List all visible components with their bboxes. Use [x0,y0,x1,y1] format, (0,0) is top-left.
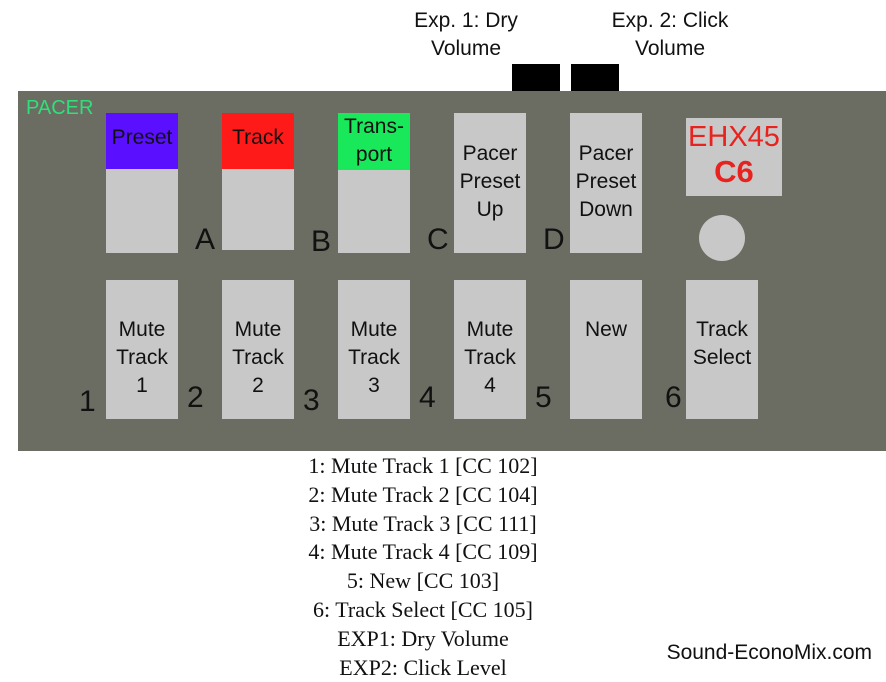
exp2-label: Exp. 2: Click Volume [611,9,729,60]
switch-c[interactable]: Trans- port [338,113,410,253]
switch-a-tag: Preset [106,113,178,169]
legend-line: EXP2: Click Level [339,654,507,680]
switch-5-label: New [584,318,627,341]
switch-preset-down-label: Pacer Preset Down [575,142,637,221]
legend-line: EXP1: Dry Volume [337,625,509,651]
legend-line: 2: Mute Track 2 [CC 104] [308,481,538,507]
switch-4[interactable]: Mute Track 4 [454,280,526,419]
letter-a: A [195,223,216,256]
legend-line: 3: Mute Track 3 [CC 111] [309,510,537,536]
pacer-board: PACER Preset Track Trans- port Pacer Pre… [18,91,886,451]
display-screen: EHX45 C6 [686,118,782,196]
number-3: 3 [303,384,320,417]
site-credit: Sound-EconoMix.com [666,641,872,664]
switch-3-label: Mute Track 3 [348,318,400,397]
letter-b: B [311,225,332,258]
switch-6-label: Track Select [692,318,752,369]
exp2-jack [571,64,619,91]
display-line1: EHX45 [688,121,780,153]
number-4: 4 [419,381,436,414]
number-6: 6 [665,381,682,414]
letter-c: C [427,223,449,256]
switch-5[interactable]: New [570,280,642,419]
number-5: 5 [535,381,552,414]
switch-a[interactable]: Preset [106,113,178,253]
switch-d-label: Pacer Preset Up [459,142,521,221]
switch-c-tag: Trans- port [338,113,410,170]
legend-line: 4: Mute Track 4 [CC 109] [308,539,538,565]
cc-legend: 1: Mute Track 1 [CC 102] 2: Mute Track 2… [0,452,846,682]
switch-1[interactable]: Mute Track 1 [106,280,178,419]
letter-d: D [543,223,565,256]
switch-b-tag: Track [222,113,294,169]
exp1-jack [512,64,560,91]
switch-2[interactable]: Mute Track 2 [222,280,294,419]
legend-line: 6: Track Select [CC 105] [313,596,533,622]
number-2: 2 [187,381,204,414]
display-line2: C6 [714,154,754,189]
exp1-label: Exp. 1: Dry Volume [414,9,518,60]
switch-2-label: Mute Track 2 [232,318,284,397]
switch-4-label: Mute Track 4 [464,318,516,397]
switch-3[interactable]: Mute Track 3 [338,280,410,419]
control-knob[interactable] [699,215,745,261]
number-1: 1 [79,385,96,418]
legend-line: 1: Mute Track 1 [CC 102] [308,453,538,478]
switch-6[interactable]: Track Select [686,280,758,419]
switch-preset-down[interactable]: Pacer Preset Down [570,113,642,253]
switch-1-label: Mute Track 1 [116,318,168,397]
legend-line: 5: New [CC 103] [346,568,500,594]
brand-label: PACER [26,97,94,119]
switch-d[interactable]: Pacer Preset Up [454,113,526,253]
switch-b[interactable]: Track [222,113,294,250]
